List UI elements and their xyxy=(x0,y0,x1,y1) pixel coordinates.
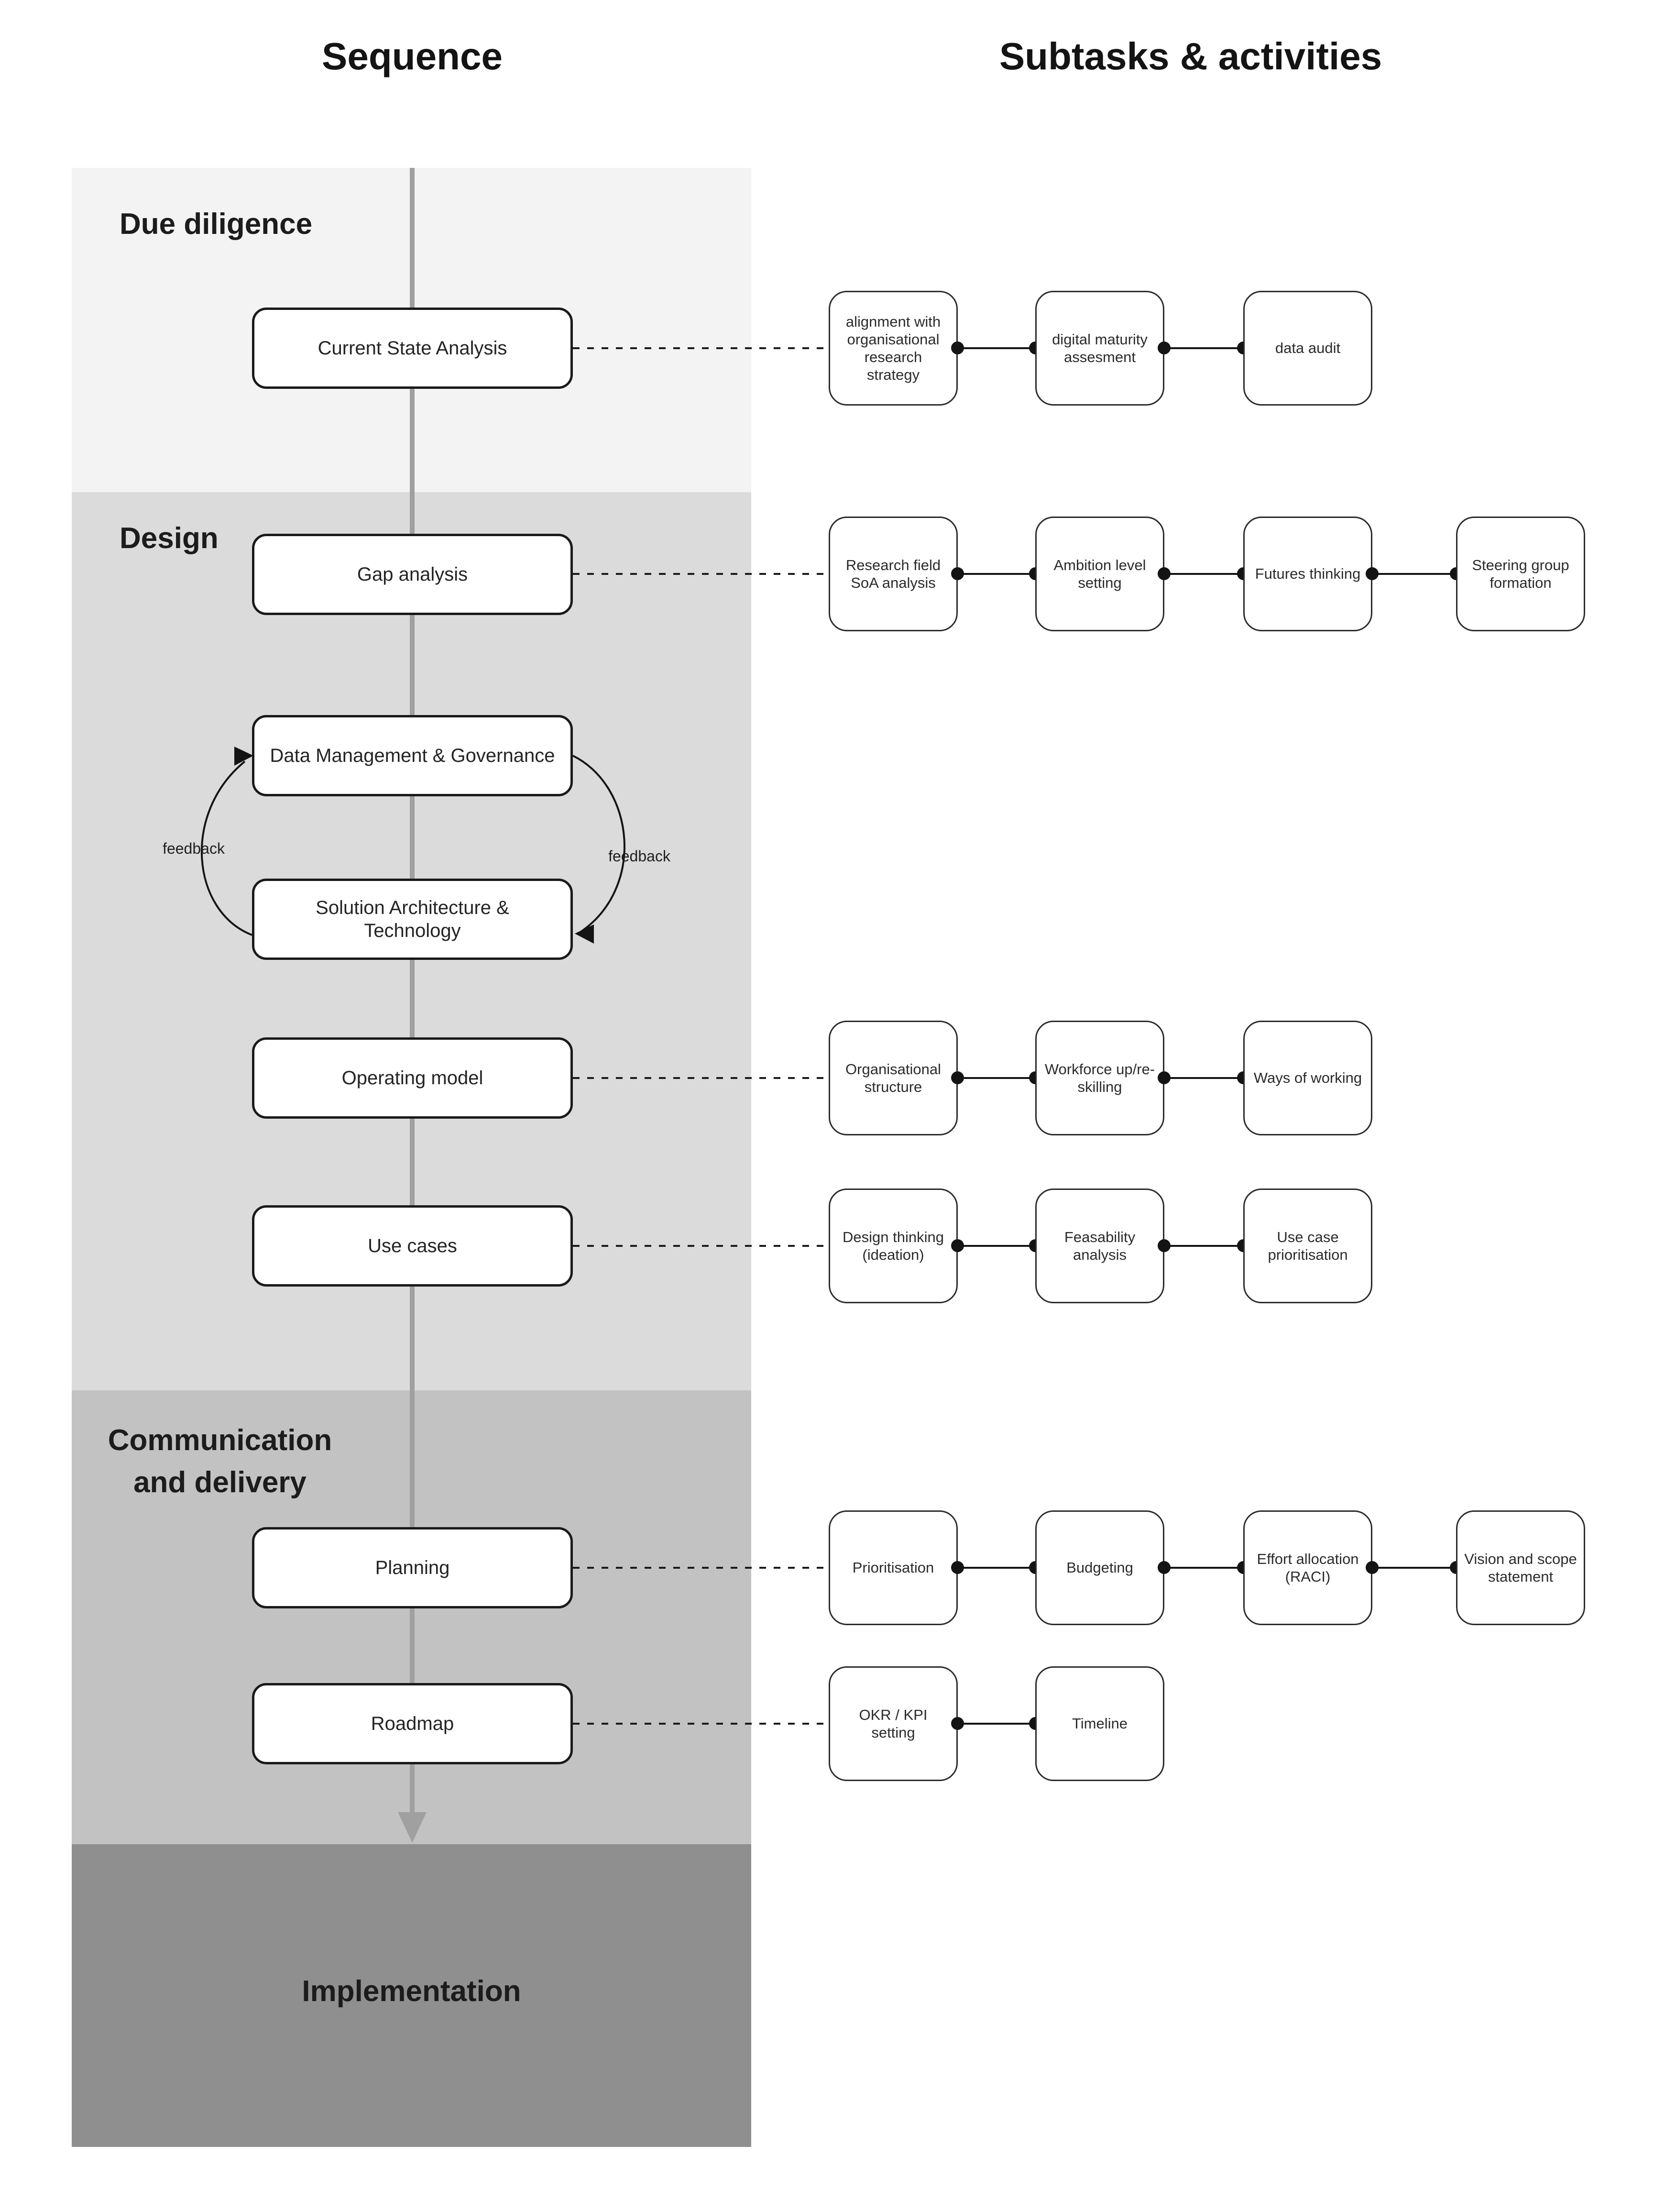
dot-connector xyxy=(951,1071,1042,1084)
dot-connector xyxy=(1158,1071,1250,1084)
phase-band-implementation xyxy=(72,1844,751,2147)
sequence-step-roadmap: Roadmap xyxy=(252,1683,573,1764)
feedback-label-left: feedback xyxy=(163,840,225,857)
subtask-box: OKR / KPI setting xyxy=(829,1666,958,1781)
subtask-box: Prioritisation xyxy=(829,1510,958,1625)
subtask-box: Workforce up/re-skilling xyxy=(1035,1021,1164,1135)
dot-connector xyxy=(1366,1561,1463,1574)
dashed-connector-roadmap xyxy=(573,1723,829,1725)
dashed-connector-current-state-analysis xyxy=(573,347,829,349)
dashed-connector-planning xyxy=(573,1567,829,1569)
sequence-arrow-head-icon xyxy=(398,1812,427,1843)
dot-connector xyxy=(951,1717,1042,1730)
dot-connector xyxy=(1366,567,1463,580)
subtask-box: Futures thinking xyxy=(1243,517,1372,631)
phase-label-design: Design xyxy=(120,522,219,555)
subtask-box: Ambition level setting xyxy=(1035,517,1164,631)
phase-label-implementation: Implementation xyxy=(302,1975,521,2008)
phase-label-communication-line2: and delivery xyxy=(133,1466,307,1499)
feedback-label-right: feedback xyxy=(608,847,670,865)
subtask-box: Timeline xyxy=(1035,1666,1164,1781)
phase-label-communication-line1: Communication xyxy=(108,1424,332,1457)
column-header-sequence: Sequence xyxy=(322,35,503,77)
subtask-box: Design thinking (ideation) xyxy=(829,1189,958,1303)
phase-label-due-diligence: Due diligence xyxy=(120,208,313,241)
subtask-box: Steering group formation xyxy=(1456,517,1585,631)
subtask-box: Effort allocation (RACI) xyxy=(1243,1510,1372,1625)
subtask-box: Feasability analysis xyxy=(1035,1189,1164,1303)
dot-connector xyxy=(1158,567,1250,580)
sequence-step-operating-model: Operating model xyxy=(252,1037,573,1119)
dot-connector xyxy=(1158,341,1250,354)
dot-connector xyxy=(1158,1239,1250,1252)
sequence-step-solution-architecture-technology: Solution Architecture & Technology xyxy=(252,879,573,960)
dot-connector xyxy=(951,1561,1042,1574)
dot-connector xyxy=(1158,1561,1250,1574)
subtask-box: Use case prioritisation xyxy=(1243,1189,1372,1303)
dashed-connector-operating-model xyxy=(573,1077,829,1079)
phase-label-communication-and-delivery: Communication and delivery xyxy=(53,1420,387,1504)
subtask-box: alignment with organisational research s… xyxy=(829,291,958,406)
subtask-box: Budgeting xyxy=(1035,1510,1164,1625)
dot-connector xyxy=(951,341,1042,354)
subtask-box: Ways of working xyxy=(1243,1021,1372,1135)
sequence-step-gap-analysis: Gap analysis xyxy=(252,534,573,615)
sequence-arrow-line xyxy=(410,168,415,1812)
subtask-box: data audit xyxy=(1243,291,1372,406)
sequence-step-data-management-governance: Data Management & Governance xyxy=(252,715,573,796)
subtask-box: Vision and scope statement xyxy=(1456,1510,1585,1625)
subtask-box: Organisational structure xyxy=(829,1021,958,1135)
sequence-step-current-state-analysis: Current State Analysis xyxy=(252,308,573,389)
dashed-connector-use-cases xyxy=(573,1245,829,1247)
sequence-step-use-cases: Use cases xyxy=(252,1205,573,1287)
column-header-subtasks: Subtasks & activities xyxy=(999,35,1382,77)
dot-connector xyxy=(951,567,1042,580)
subtask-box: digital maturity assesment xyxy=(1035,291,1164,406)
subtask-box: Research field SoA analysis xyxy=(829,517,958,631)
sequence-step-planning: Planning xyxy=(252,1527,573,1608)
dashed-connector-gap-analysis xyxy=(573,573,829,575)
dot-connector xyxy=(951,1239,1042,1252)
